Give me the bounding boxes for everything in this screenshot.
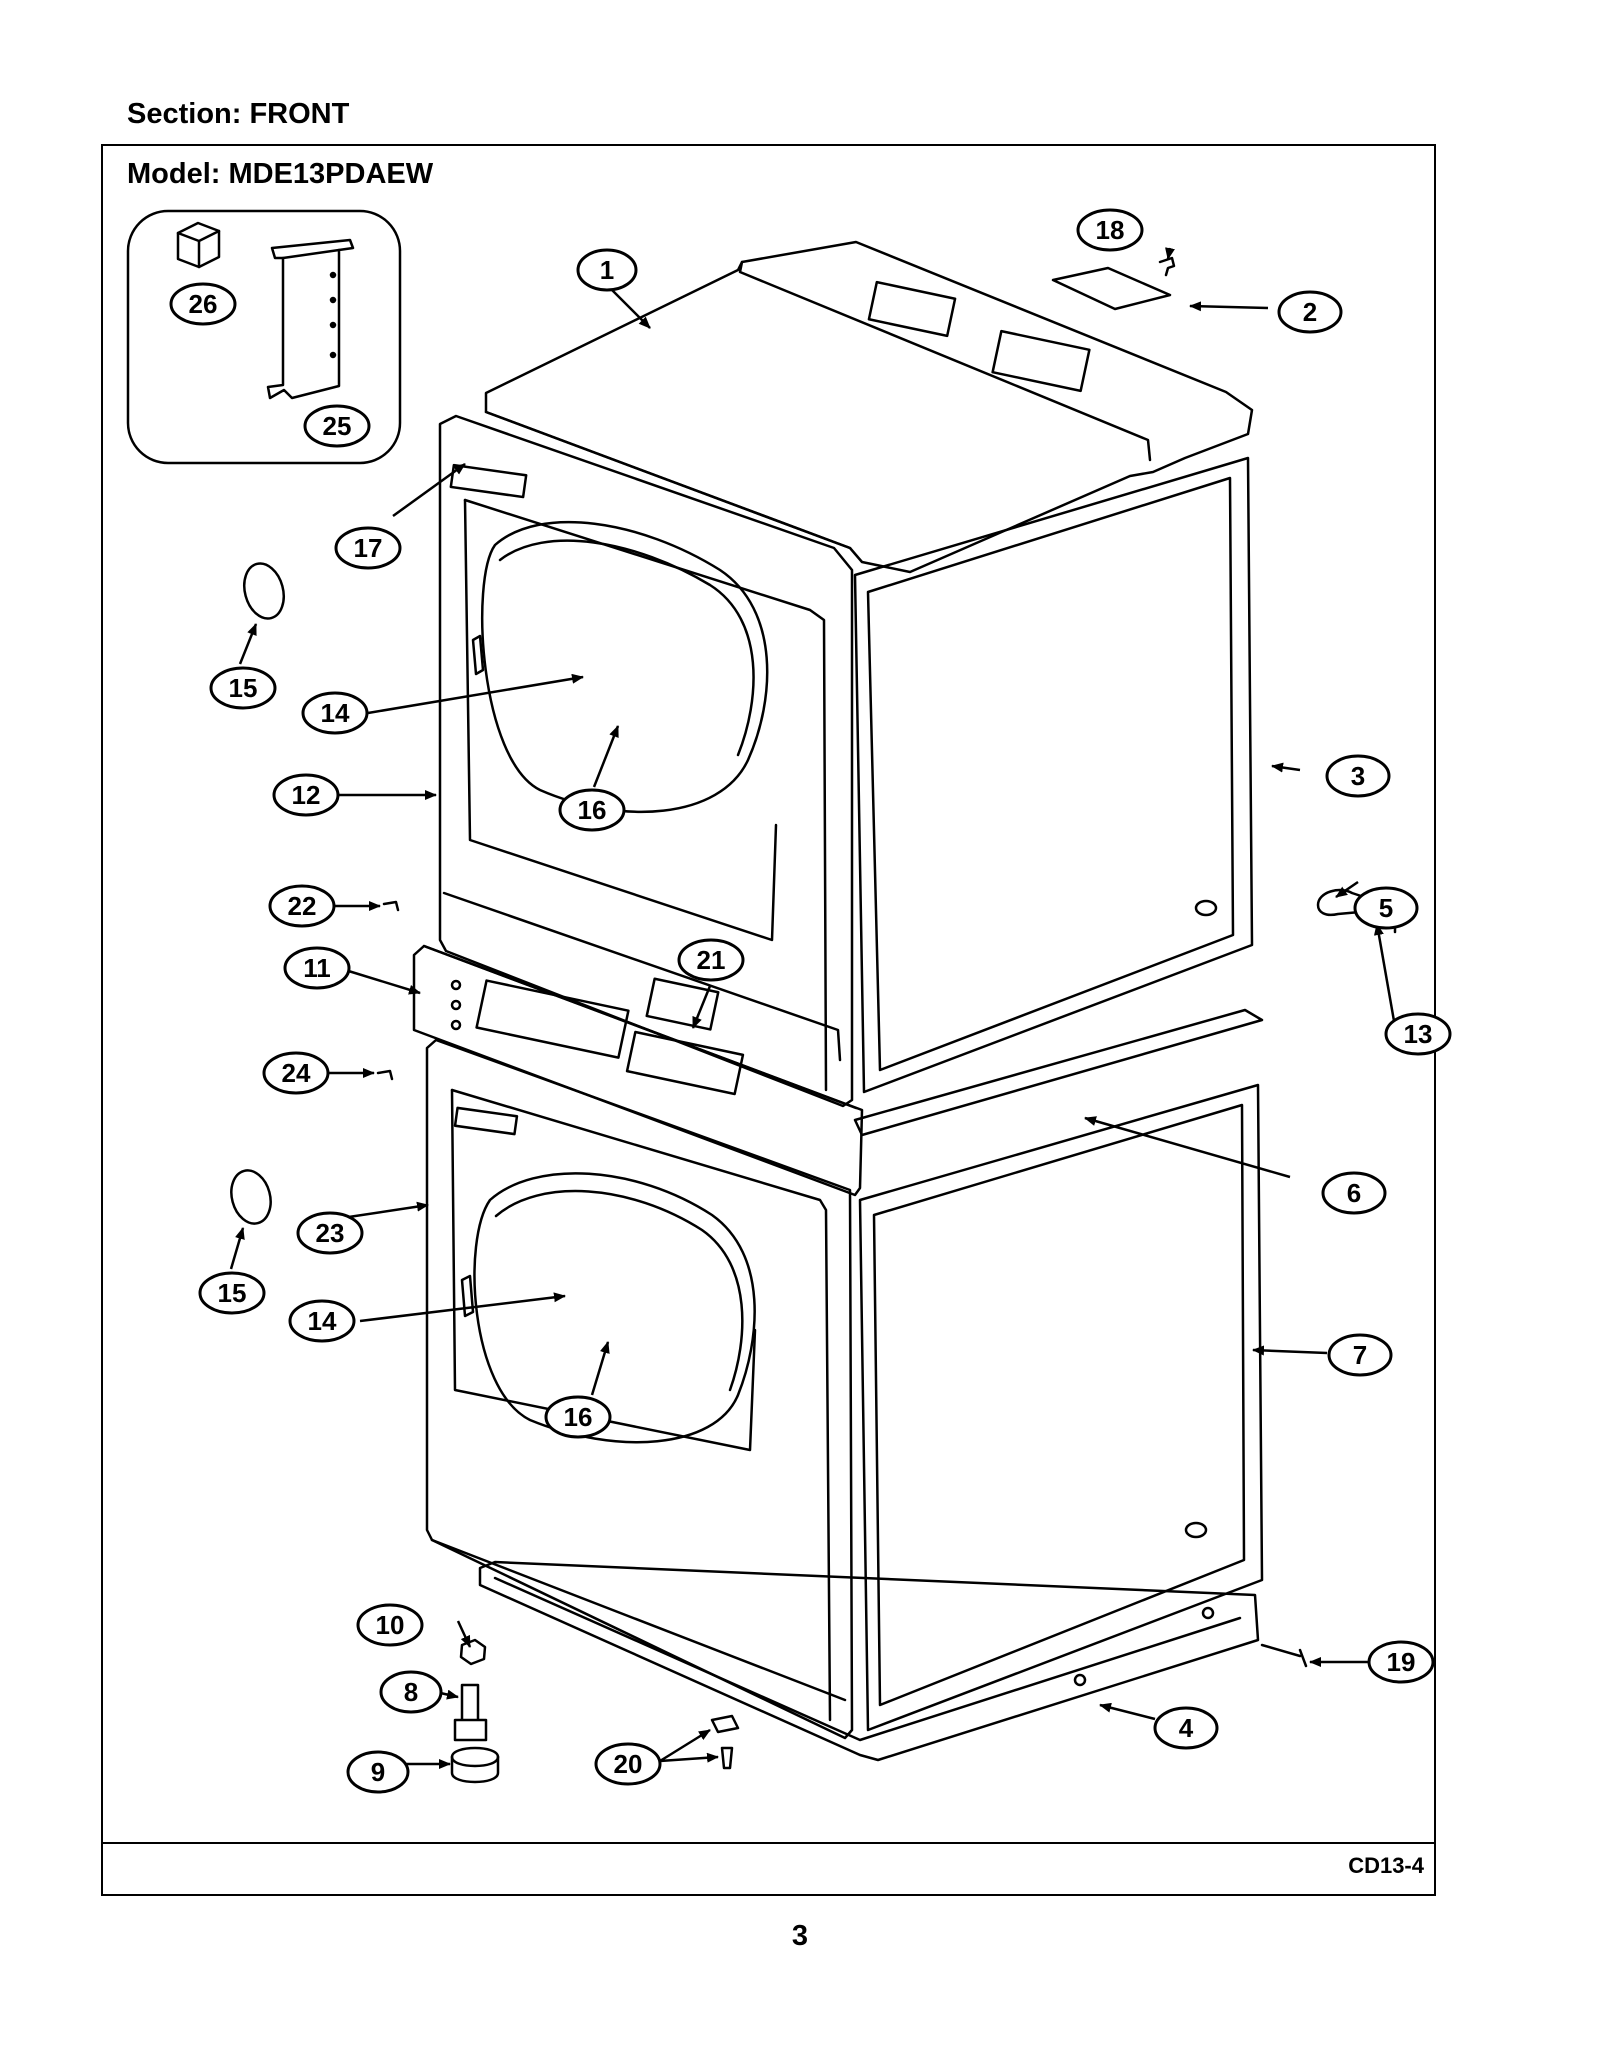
callout-24: 24 <box>262 1051 330 1095</box>
top-cover <box>484 240 1254 574</box>
svg-text:17: 17 <box>354 533 383 563</box>
svg-text:25: 25 <box>323 411 352 441</box>
pad-part-9 <box>450 1746 500 1784</box>
svg-text:19: 19 <box>1387 1647 1416 1677</box>
callout-22: 22 <box>268 884 336 928</box>
svg-text:20: 20 <box>614 1749 643 1779</box>
door-handle <box>460 1274 475 1318</box>
svg-text:14: 14 <box>308 1306 337 1336</box>
door-handle <box>471 634 485 676</box>
svg-text:13: 13 <box>1404 1019 1433 1049</box>
cap-part-15 <box>243 562 285 620</box>
callout-5: 5 <box>1353 886 1419 930</box>
screw-part-19 <box>1260 1643 1308 1668</box>
door-window <box>473 1172 756 1444</box>
cap-part-15 <box>230 1169 272 1225</box>
callout-4: 4 <box>1153 1706 1219 1750</box>
callout-8: 8 <box>379 1670 443 1714</box>
callout-15-lower: 15 <box>198 1271 266 1315</box>
svg-text:24: 24 <box>282 1058 311 1088</box>
callout-23: 23 <box>296 1211 364 1255</box>
callout-11: 11 <box>283 946 351 990</box>
svg-text:3: 3 <box>1351 761 1365 791</box>
callout-18: 18 <box>1076 208 1144 252</box>
svg-text:9: 9 <box>371 1757 385 1787</box>
access-plate <box>1051 266 1172 311</box>
leg-part-8 <box>453 1683 488 1742</box>
callout-7: 7 <box>1327 1333 1393 1377</box>
screw-part-18 <box>1158 256 1176 277</box>
callout-14-lower: 14 <box>288 1299 356 1343</box>
callout-16-lower: 16 <box>544 1395 612 1439</box>
model-title: Model: MDE13PDAEW <box>127 158 434 190</box>
svg-text:14: 14 <box>321 698 350 728</box>
svg-text:26: 26 <box>189 289 218 319</box>
svg-text:18: 18 <box>1096 215 1125 245</box>
callout-14-upper: 14 <box>301 691 369 735</box>
page-number: 3 <box>791 1920 809 1952</box>
callout-2: 2 <box>1277 290 1343 334</box>
bracket-part-25 <box>266 238 355 400</box>
screw-part-20 <box>720 1746 734 1770</box>
svg-text:4: 4 <box>1179 1713 1194 1743</box>
svg-text:23: 23 <box>316 1218 345 1248</box>
svg-text:5: 5 <box>1379 893 1393 923</box>
svg-text:1: 1 <box>600 255 614 285</box>
callout-26: 26 <box>169 282 237 326</box>
svg-text:22: 22 <box>288 891 317 921</box>
lower-dryer-front <box>425 1038 854 1740</box>
base-frame <box>478 1560 1260 1762</box>
callout-25: 25 <box>303 404 371 448</box>
footer-divider <box>101 1842 1436 1844</box>
callout-19: 19 <box>1367 1640 1435 1684</box>
svg-text:7: 7 <box>1353 1340 1367 1370</box>
callout-3: 3 <box>1325 754 1391 798</box>
upper-side-panel <box>853 456 1254 1094</box>
svg-text:15: 15 <box>218 1278 247 1308</box>
cube-part-26 <box>176 221 221 269</box>
svg-text:16: 16 <box>564 1402 593 1432</box>
callout-20: 20 <box>594 1742 662 1786</box>
upper-dryer-front <box>438 414 854 1108</box>
inset-parts-box <box>126 209 402 465</box>
callout-16-upper: 16 <box>558 788 626 832</box>
screw-part-24 <box>376 1069 394 1081</box>
callout-1: 1 <box>576 248 638 292</box>
callout-6: 6 <box>1321 1171 1387 1215</box>
svg-text:21: 21 <box>697 945 726 975</box>
callout-labels: 1 2 3 4 5 6 7 8 9 10 11 12 13 14 14 <box>169 208 1452 1794</box>
callout-15-upper: 15 <box>209 666 277 710</box>
svg-text:8: 8 <box>404 1677 418 1707</box>
door-window <box>480 520 769 813</box>
callout-21: 21 <box>677 938 745 982</box>
svg-text:11: 11 <box>303 953 331 983</box>
svg-text:12: 12 <box>292 780 321 810</box>
lower-side-panel <box>858 1083 1264 1732</box>
clip-part-20 <box>710 1714 740 1734</box>
stacking-rail <box>853 1008 1264 1137</box>
screw-part-22 <box>382 900 400 912</box>
callout-17: 17 <box>334 526 402 570</box>
nut-part-10 <box>459 1638 487 1666</box>
section-title: Section: FRONT <box>127 98 350 130</box>
callout-12: 12 <box>272 773 340 817</box>
callout-13: 13 <box>1384 1012 1452 1056</box>
svg-text:16: 16 <box>578 795 607 825</box>
callout-10: 10 <box>356 1603 424 1647</box>
control-console <box>412 944 864 1197</box>
svg-text:15: 15 <box>229 673 258 703</box>
svg-text:10: 10 <box>376 1610 405 1640</box>
callout-9: 9 <box>346 1750 410 1794</box>
svg-text:2: 2 <box>1303 297 1317 327</box>
diagram-code: CD13-4 <box>1348 1853 1424 1878</box>
svg-text:6: 6 <box>1347 1178 1361 1208</box>
